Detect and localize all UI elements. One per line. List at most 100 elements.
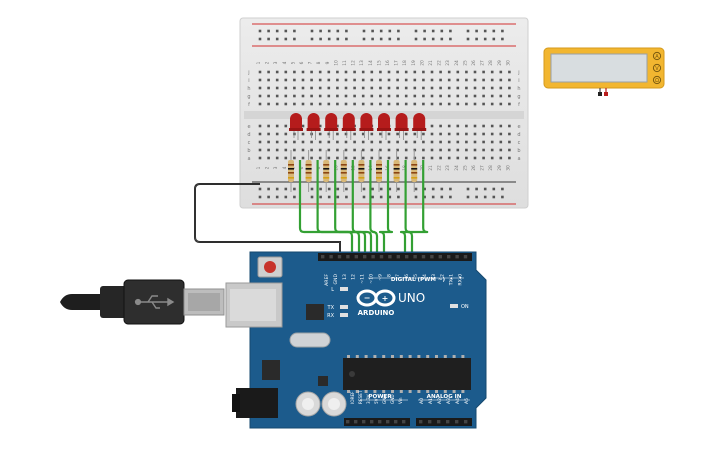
breadboard-hole[interactable] [465, 70, 468, 74]
rail-hole[interactable] [267, 195, 270, 199]
rail-hole[interactable] [423, 29, 426, 33]
rail-hole[interactable] [275, 29, 279, 33]
breadboard-hole[interactable] [301, 102, 305, 106]
breadboard-hole[interactable] [422, 102, 425, 106]
breadboard-hole[interactable] [344, 156, 348, 160]
resistor[interactable] [305, 150, 312, 192]
digital-header[interactable] [318, 253, 472, 261]
rail-hole[interactable] [483, 37, 487, 41]
breadboard-hole[interactable] [387, 148, 391, 152]
breadboard-hole[interactable] [353, 148, 356, 152]
breadboard-hole[interactable] [344, 70, 348, 74]
analog-header[interactable] [416, 418, 472, 426]
breadboard-hole[interactable] [327, 102, 331, 106]
breadboard-hole[interactable] [482, 78, 485, 82]
header-pin[interactable] [413, 255, 417, 259]
breadboard-hole[interactable] [447, 148, 451, 152]
rail-hole[interactable] [388, 195, 392, 199]
header-pin[interactable] [386, 420, 390, 424]
breadboard-hole[interactable] [318, 102, 322, 106]
breadboard-hole[interactable] [499, 78, 503, 82]
breadboard-hole[interactable] [301, 86, 305, 90]
breadboard-hole[interactable] [490, 156, 494, 160]
breadboard-hole[interactable] [465, 132, 468, 136]
breadboard-hole[interactable] [447, 102, 451, 106]
breadboard-hole[interactable] [490, 102, 494, 106]
breadboard-hole[interactable] [258, 132, 262, 136]
breadboard-hole[interactable] [387, 70, 391, 74]
rail-hole[interactable] [492, 29, 496, 33]
breadboard-hole[interactable] [275, 102, 279, 106]
breadboard-hole[interactable] [439, 132, 442, 136]
rail-hole[interactable] [423, 195, 426, 199]
breadboard-hole[interactable] [422, 78, 425, 82]
rail-hole[interactable] [501, 187, 504, 191]
breadboard-hole[interactable] [413, 132, 417, 136]
rail-hole[interactable] [336, 187, 340, 191]
breadboard-hole[interactable] [275, 140, 279, 144]
header-pin[interactable] [402, 420, 406, 424]
resistor[interactable] [340, 150, 347, 192]
breadboard-hole[interactable] [379, 156, 382, 160]
breadboard-hole[interactable] [344, 86, 348, 90]
breadboard-hole[interactable] [404, 78, 408, 82]
rail-hole[interactable] [397, 37, 400, 41]
breadboard-hole[interactable] [465, 86, 468, 90]
breadboard-hole[interactable] [430, 156, 434, 160]
breadboard-hole[interactable] [456, 132, 460, 136]
breadboard-hole[interactable] [336, 148, 339, 152]
breadboard-hole[interactable] [336, 102, 339, 106]
breadboard-hole[interactable] [430, 78, 434, 82]
rail-hole[interactable] [310, 29, 314, 33]
breadboard-hole[interactable] [413, 156, 417, 160]
breadboard-hole[interactable] [404, 94, 408, 98]
header-pin[interactable] [329, 255, 333, 259]
header-pin[interactable] [362, 420, 366, 424]
breadboard-hole[interactable] [430, 132, 434, 136]
header-pin[interactable] [430, 255, 434, 259]
breadboard-hole[interactable] [318, 140, 322, 144]
breadboard-hole[interactable] [327, 140, 331, 144]
breadboard-hole[interactable] [361, 102, 365, 106]
rail-hole[interactable] [501, 29, 504, 33]
breadboard-hole[interactable] [490, 86, 494, 90]
breadboard-hole[interactable] [327, 70, 331, 74]
header-pin[interactable] [388, 255, 392, 259]
breadboard-hole[interactable] [353, 86, 356, 90]
breadboard-hole[interactable] [439, 148, 442, 152]
led[interactable] [377, 113, 391, 140]
breadboard-hole[interactable] [439, 124, 442, 128]
breadboard-hole[interactable] [499, 140, 503, 144]
breadboard-hole[interactable] [404, 70, 408, 74]
breadboard-hole[interactable] [310, 94, 313, 98]
rail-hole[interactable] [423, 37, 426, 41]
led[interactable] [394, 113, 409, 140]
multimeter-mode-button-3[interactable] [652, 75, 662, 85]
rail-hole[interactable] [431, 187, 435, 191]
rail-hole[interactable] [414, 195, 418, 199]
header-pin[interactable] [405, 255, 409, 259]
breadboard-hole[interactable] [499, 156, 503, 160]
breadboard-hole[interactable] [508, 148, 511, 152]
breadboard-hole[interactable] [336, 86, 339, 90]
rail-hole[interactable] [293, 29, 296, 33]
led[interactable] [341, 113, 356, 140]
breadboard-hole[interactable] [370, 148, 374, 152]
breadboard-hole[interactable] [439, 140, 442, 144]
breadboard-hole[interactable] [387, 102, 391, 106]
rail-hole[interactable] [440, 29, 444, 33]
breadboard-hole[interactable] [508, 140, 511, 144]
rail-hole[interactable] [345, 187, 348, 191]
breadboard-hole[interactable] [379, 70, 382, 74]
breadboard-hole[interactable] [465, 156, 468, 160]
breadboard-hole[interactable] [439, 102, 442, 106]
breadboard-hole[interactable] [327, 148, 331, 152]
rail-hole[interactable] [379, 195, 383, 199]
breadboard-hole[interactable] [499, 102, 503, 106]
rail-hole[interactable] [449, 187, 452, 191]
breadboard-hole[interactable] [267, 102, 270, 106]
breadboard-hole[interactable] [275, 124, 279, 128]
breadboard-hole[interactable] [370, 86, 374, 90]
rail-hole[interactable] [310, 37, 314, 41]
breadboard-hole[interactable] [284, 86, 288, 90]
